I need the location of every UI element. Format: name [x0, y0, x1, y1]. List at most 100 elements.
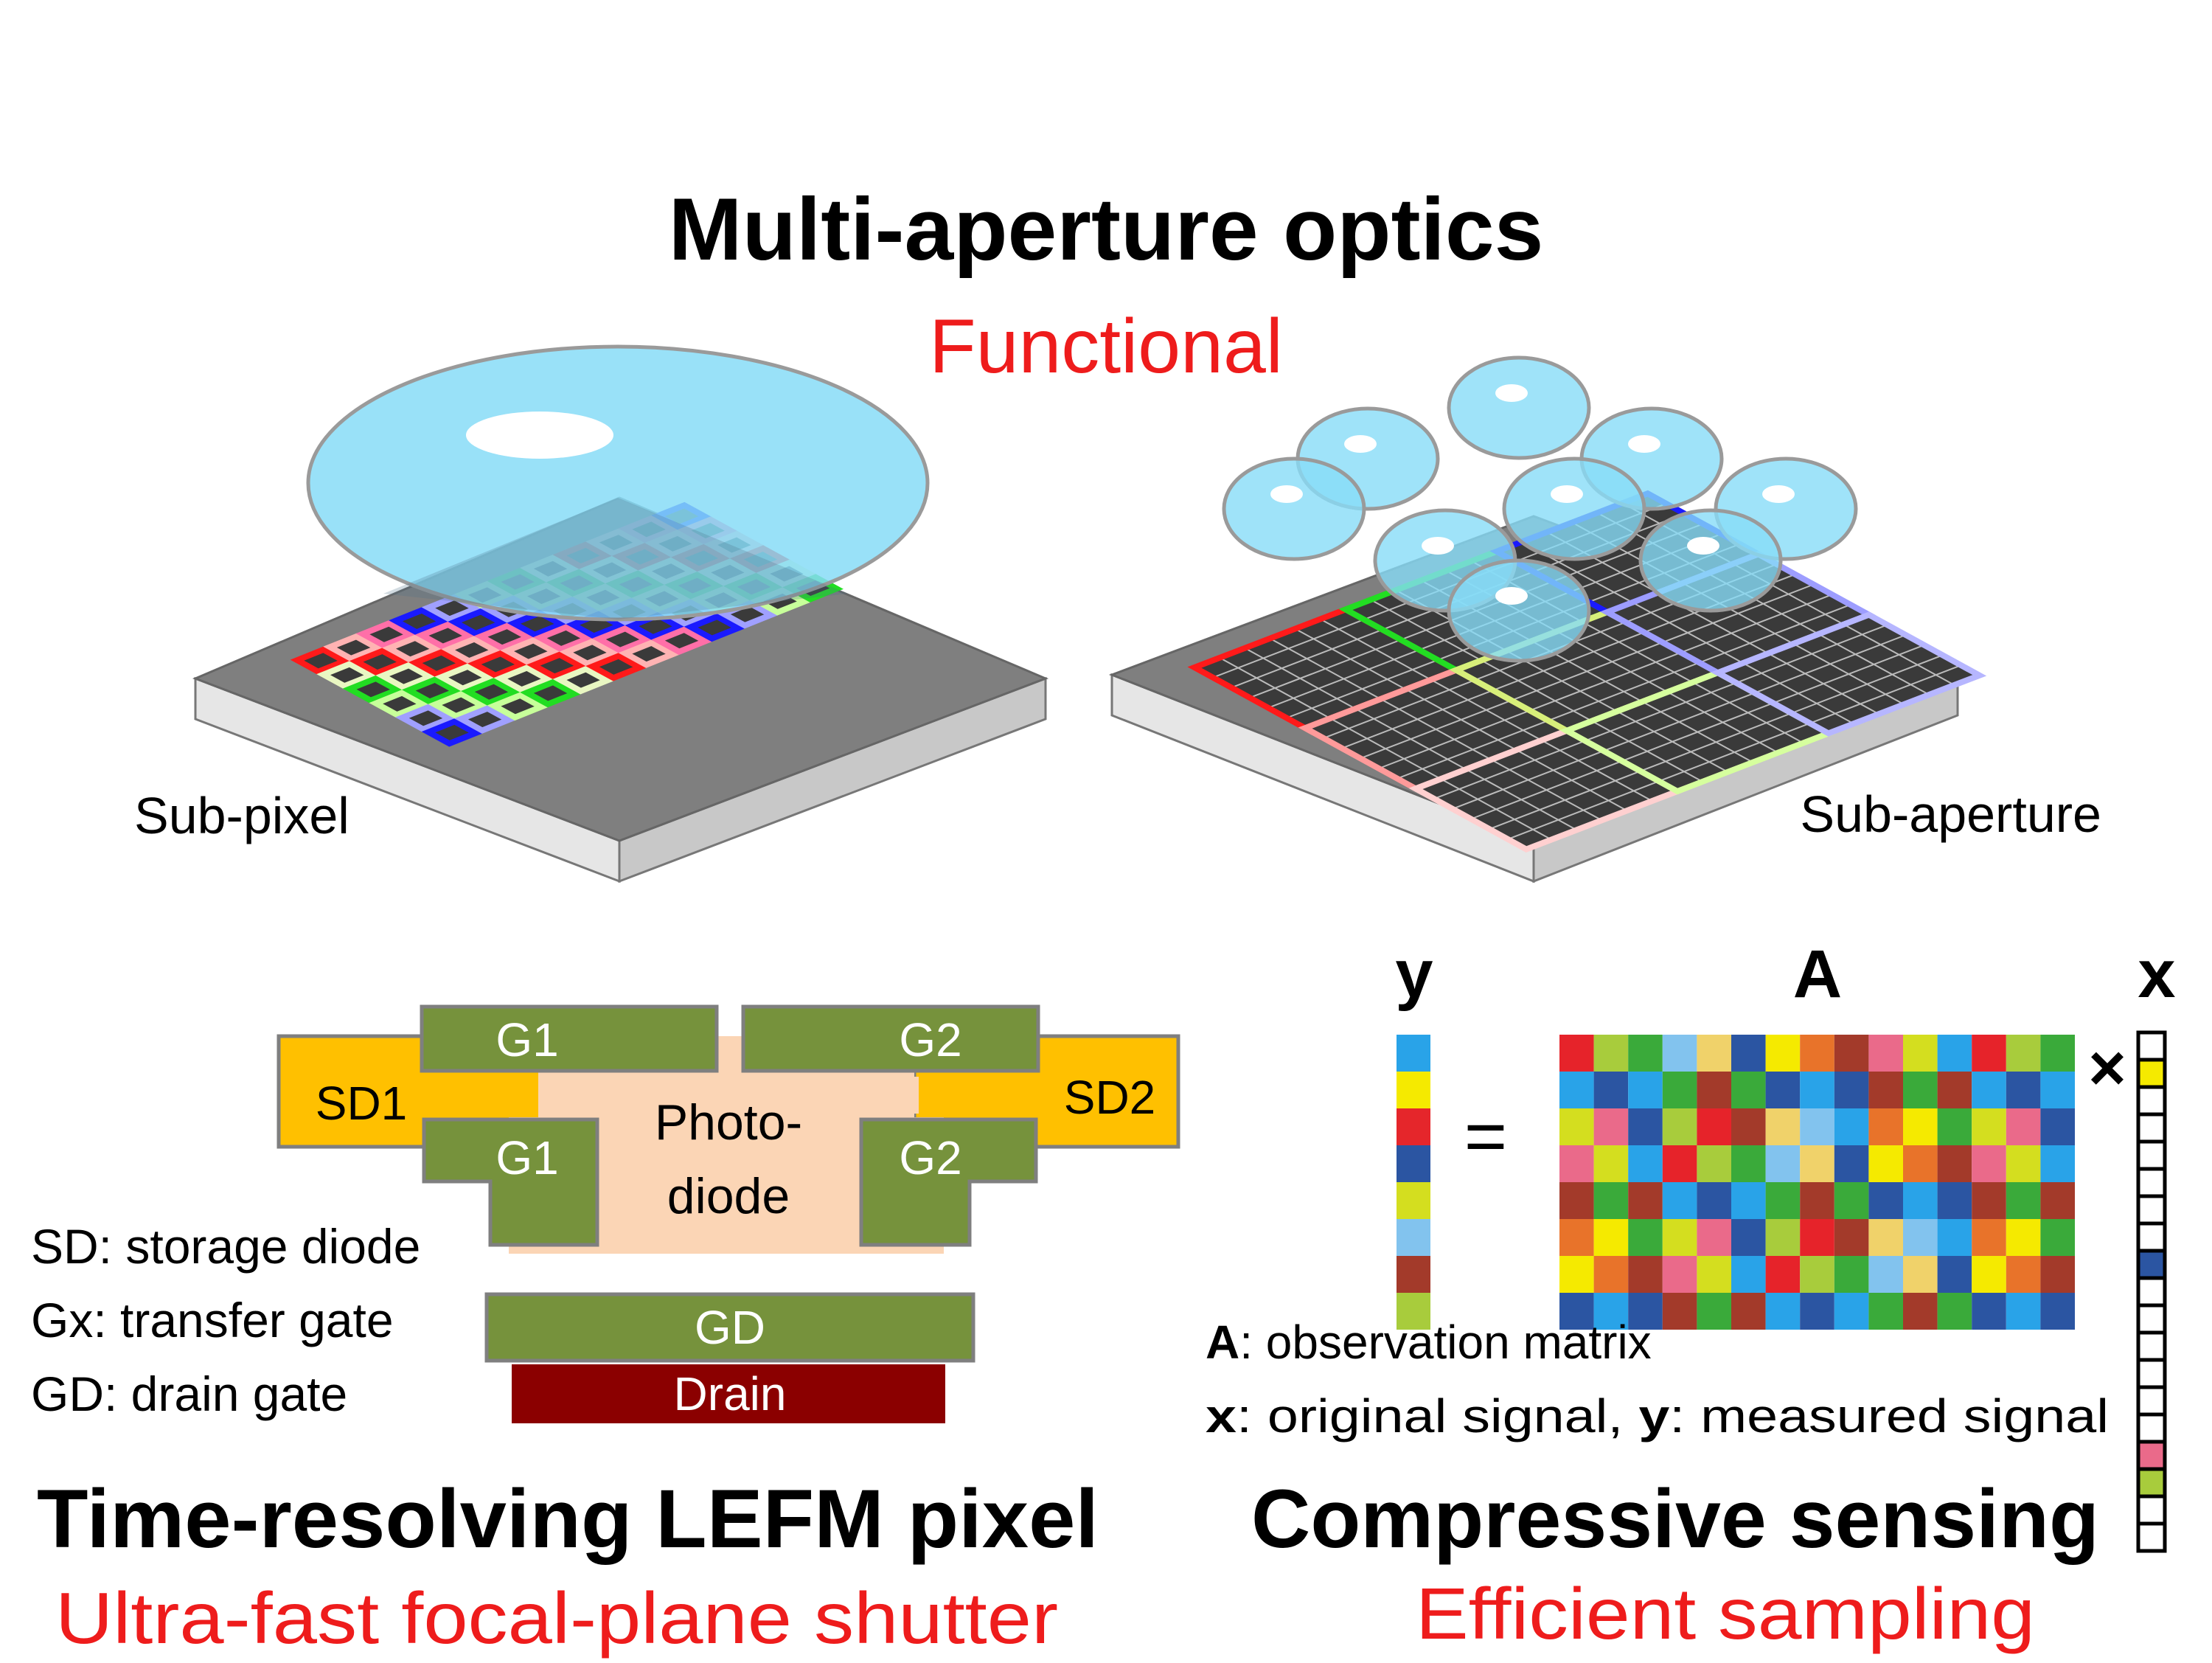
matrix-cell: [1697, 1293, 1731, 1330]
matrix-cell: [1937, 1145, 1972, 1182]
matrix-cell: [1662, 1182, 1697, 1219]
x-vector-cell: [2136, 1167, 2167, 1198]
matrix-cell: [1937, 1035, 1972, 1072]
small-lens: [1222, 456, 1366, 561]
matrix-cell: [1765, 1256, 1801, 1293]
matrix-cell: [1937, 1182, 1972, 1219]
matrix-cell: [1834, 1035, 1869, 1072]
sub-pixel-cell: [323, 633, 384, 662]
matrix-cell: [1800, 1219, 1834, 1256]
y-vector-cell: [1397, 1035, 1430, 1072]
matrix-cell: [1662, 1256, 1697, 1293]
g2-top-label: G2: [899, 1013, 961, 1066]
matrix-cell: [1731, 1293, 1766, 1330]
lens-shadow: [383, 498, 848, 619]
matrix-cell: [1800, 1256, 1834, 1293]
matrix-cell: [1765, 1219, 1801, 1256]
x-vector-cell: [2136, 1085, 2167, 1117]
sub-pixel-cell: [434, 663, 496, 692]
grid-line: [1809, 664, 1962, 724]
small-lens: [1638, 508, 1783, 613]
matrix-cell: [1972, 1108, 2006, 1145]
observation-matrix: [1559, 1035, 2075, 1330]
small-lens: [1447, 558, 1591, 663]
matrix-cell: [1697, 1145, 1731, 1182]
small-lens-highlight: [1495, 587, 1528, 605]
matrix-cell: [1731, 1219, 1766, 1256]
y-vector: [1397, 1035, 1430, 1330]
y-vector-cell: [1397, 1293, 1430, 1330]
matrix-cell: [1593, 1293, 1629, 1330]
y-label: y: [1395, 937, 1433, 1012]
grid-line: [1397, 720, 1549, 780]
sub-pixel-cell: [448, 608, 509, 637]
matrix-cell: [1628, 1256, 1663, 1293]
matrix-cell: [2006, 1145, 2041, 1182]
sub-pixel-cell: [441, 636, 503, 664]
def-x-key: x: [1206, 1389, 1237, 1442]
matrix-cell: [2006, 1182, 2041, 1219]
matrix-cell: [1800, 1108, 1834, 1145]
matrix-cell: [1834, 1108, 1869, 1145]
g1-bottom-label: G1: [495, 1131, 558, 1184]
lens-array: [1222, 355, 1858, 663]
x-vector-cell: [2136, 1112, 2167, 1144]
sub-pixel-cell: [369, 690, 431, 718]
def-y-key: y: [1638, 1389, 1669, 1442]
sub-pixel-cell: [414, 621, 476, 650]
matrix-cell: [1903, 1108, 1938, 1145]
matrix-cell: [1662, 1072, 1697, 1108]
x-vector-cell: [2136, 1058, 2167, 1089]
sub-pixel-cell: [395, 704, 456, 733]
small-lens-highlight: [1422, 537, 1454, 555]
gd-label: GD: [695, 1301, 765, 1354]
sub-pixel-cell: [316, 661, 378, 690]
matrix-cell: [1628, 1219, 1663, 1256]
small-lens-highlight: [1687, 537, 1719, 555]
sub-pixel-cell: [349, 648, 411, 676]
matrix-cell: [1868, 1219, 1903, 1256]
def-a-text: : observation matrix: [1239, 1316, 1651, 1369]
sub-pixel-cell: [290, 646, 352, 676]
matrix-cell: [1731, 1072, 1766, 1108]
matrix-cell: [1972, 1219, 2006, 1256]
large-lens: [306, 344, 930, 622]
sub-pixel-label: Sub-pixel: [134, 787, 349, 844]
y-vector-cell: [1397, 1256, 1430, 1293]
sub-pixel-cell: [618, 639, 680, 668]
matrix-cell: [1628, 1108, 1663, 1145]
def-a-key: A: [1206, 1316, 1239, 1369]
x-vector-cell: [2136, 1385, 2167, 1417]
matrix-cell: [2040, 1256, 2075, 1293]
sub-pixel-cell: [500, 636, 562, 666]
x-vector-cell: [2136, 1467, 2167, 1499]
sub-pixel-cell: [585, 653, 647, 681]
sub-pixel-cell: [467, 650, 529, 679]
top-subtitle: Functional: [929, 304, 1283, 389]
matrix-cell: [1972, 1145, 2006, 1182]
matrix-cell: [1697, 1256, 1731, 1293]
photodiode-label-1: Photo-: [655, 1094, 802, 1150]
sub-pixel-cell: [493, 664, 555, 693]
matrix-cell: [2006, 1108, 2041, 1145]
matrix-cell: [1834, 1293, 1869, 1330]
drain-label: Drain: [674, 1367, 787, 1420]
sub-aperture-label: Sub-aperture: [1800, 785, 2101, 843]
lefm-pixel-diagram: G1 G2 G1 G2 SD1 SD2 Photo- diode GD Drai…: [276, 1004, 1180, 1423]
matrix-cell: [1559, 1108, 1594, 1145]
x-vector-cell: [2136, 1221, 2167, 1253]
matrix-cell: [1903, 1072, 1938, 1108]
matrix-cell: [1559, 1182, 1594, 1219]
x-vector-cell: [2136, 1494, 2167, 1526]
matrix-cell: [2040, 1293, 2075, 1330]
matrix-cell: [1800, 1293, 1834, 1330]
sub-pixel-cell: [559, 638, 621, 667]
photodiode-label-2: diode: [667, 1168, 790, 1224]
matrix-cell: [1593, 1072, 1629, 1108]
equals-sign: =: [1464, 1095, 1507, 1178]
matrix-cell: [1765, 1035, 1801, 1072]
matrix-cell: [1903, 1145, 1938, 1182]
matrix-cell: [1937, 1293, 1972, 1330]
sub-pixel-cell: [382, 634, 444, 664]
small-lens: [1447, 355, 1591, 460]
